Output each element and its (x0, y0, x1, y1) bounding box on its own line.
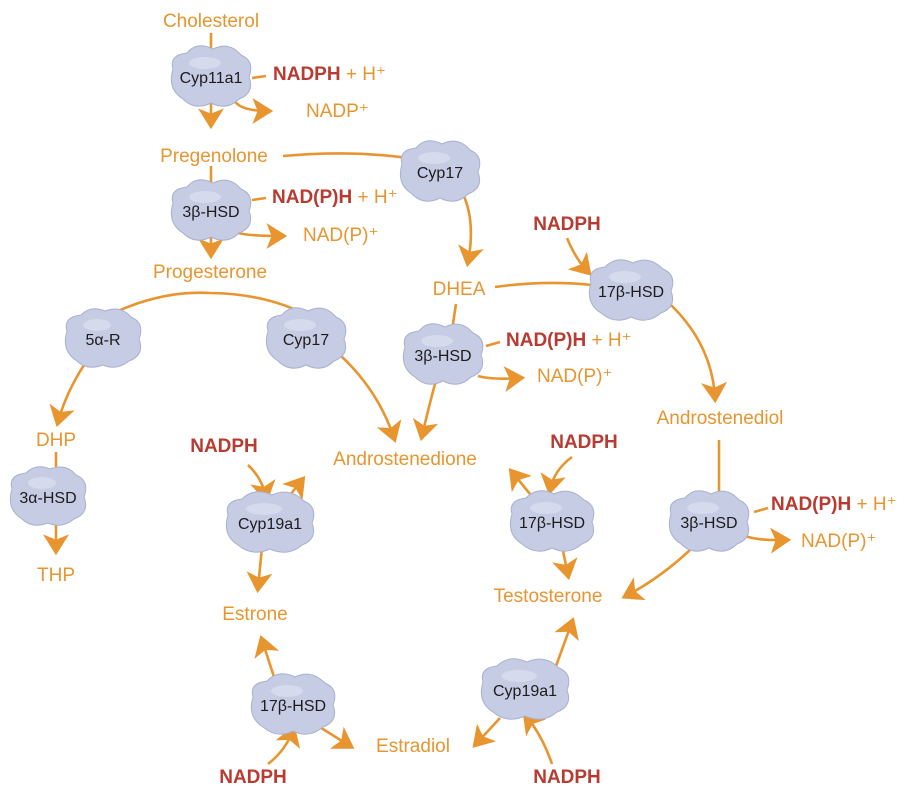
enzyme-label: 5α-R (85, 332, 120, 349)
cofactor-nadph-h-1: NADPH + H⁺ (273, 64, 386, 85)
arrow-cyp19a1-estrone (246, 546, 273, 594)
enzyme-label: 3β-HSD (680, 515, 737, 532)
cofactor-nadph-hsd17b-bottom: NADPH (219, 767, 287, 788)
enzyme-hsd17b-bottom: 17β-HSD (250, 673, 336, 735)
enzyme-hsd17b-upper: 17β-HSD (588, 259, 674, 321)
cofactor-nadph-h-2: NAD(P)H + H⁺ (272, 187, 398, 208)
enzyme-hsd3a: 3α-HSD (9, 466, 87, 526)
cofactor-nadp-3: NAD(P)⁺ (537, 366, 612, 387)
cofactor-nadp-4: NAD(P)⁺ (801, 531, 876, 552)
arrow-hsd17b-estradiol (317, 724, 355, 749)
arrow-hsd3b-right-cofactor (744, 506, 786, 540)
enzyme-label: 3α-HSD (19, 490, 76, 507)
enzyme-hsd3b-right: 3β-HSD (668, 490, 750, 552)
metabolite-androstenediol: Androstenediol (657, 408, 784, 429)
arrow-progesterone-split (99, 291, 313, 322)
enzymes: Cyp11a1 3β-HSD Cyp17 17β-HSD 5α-R Cyp17 (9, 45, 750, 735)
enzyme-label: Cyp17 (417, 165, 463, 182)
arrow-hsd17b-estrone (254, 635, 280, 681)
enzyme-label: Cyp11a1 (180, 70, 243, 87)
arrow-nadph-hsd17b-center (540, 455, 573, 496)
metabolite-androstenedione: Androstenedione (333, 449, 477, 470)
arrow-cyp19a1-estradiol (472, 717, 501, 748)
enzyme-label: 17β-HSD (519, 515, 585, 532)
enzyme-label: 3β-HSD (414, 348, 471, 365)
arrow-pregenolone-cyp17 (282, 152, 409, 160)
enzyme-cyp19a1-bottom: Cyp19a1 (480, 658, 570, 720)
cofactor-nadp-1: NADP⁺ (306, 101, 369, 122)
metabolite-thp: THP (37, 565, 75, 586)
enzyme-label: 17β-HSD (598, 284, 664, 301)
arrow-hsd3b-androstenedione-mid (412, 379, 439, 442)
arrow-nadph-hsd17b-upper (565, 237, 592, 276)
cofactor-nadph-hsd17b-upper: NADPH (533, 214, 601, 235)
arrow-hsd3b-testosterone (621, 549, 691, 601)
enzyme-label: Cyp17 (283, 332, 329, 349)
metabolite-cholesterol: Cholesterol (163, 11, 259, 32)
enzyme-cyp17-lower: Cyp17 (265, 307, 347, 369)
enzyme-cyp19a1-left: Cyp19a1 (225, 491, 315, 553)
enzyme-hsd3b-mid: 3β-HSD (402, 323, 484, 385)
cofactor-nadp-2: NAD(P)⁺ (303, 225, 378, 246)
arrow-hsd17b-androstenedione (508, 467, 532, 495)
metabolite-dhea: DHEA (433, 279, 486, 300)
arrow-cyp17-dhea (458, 191, 484, 268)
arrow-hsd17b-androstenediol (670, 304, 728, 404)
metabolite-pregenolone: Pregenolone (160, 146, 268, 167)
cofactor-nadph-cyp19a1-left: NADPH (190, 436, 258, 457)
metabolite-testosterone: Testosterone (494, 586, 603, 607)
enzyme-cyp17-upper: Cyp17 (399, 140, 481, 202)
cofactor-nadph-h-4: NAD(P)H + H⁺ (771, 494, 897, 515)
metabolite-estradiol: Estradiol (376, 736, 450, 757)
arrow-nadph-cyp19a1-bottom (522, 712, 554, 765)
arrow-hsd3b-mid-cofactor (477, 340, 520, 379)
arrow-cyp17-androstenedione (339, 354, 402, 443)
cofactor-nadph-cyp19a1-bottom: NADPH (533, 767, 601, 788)
arrow-nadph-hsd17b-bottom (267, 725, 301, 766)
enzyme-label: 17β-HSD (260, 698, 326, 715)
metabolite-progesterone: Progesterone (153, 262, 267, 283)
cofactor-nadph-h-3: NAD(P)H + H⁺ (506, 330, 632, 351)
metabolites: Cholesterol Pregenolone Progesterone DHE… (36, 11, 783, 757)
arrow-5aR-dhp (49, 361, 88, 428)
enzyme-label: Cyp19a1 (493, 683, 557, 700)
pathway-arrows (43, 33, 786, 766)
enzyme-hsd3b-top: 3β-HSD (170, 179, 252, 241)
metabolite-estrone: Estrone (222, 604, 287, 625)
arrow-dhea-hsd17b (494, 281, 593, 289)
metabolite-dhp: DHP (36, 430, 76, 451)
cofactor-nadph-hsd17b-center: NADPH (550, 432, 618, 453)
arrow-cyp19a1-testosterone (554, 617, 579, 667)
enzyme-5a-reductase: 5α-R (64, 308, 142, 368)
cofactors: NADPH + H⁺ NADP⁺ NAD(P)H + H⁺ NAD(P)⁺ NA… (190, 64, 896, 788)
enzyme-label: Cyp19a1 (238, 516, 302, 533)
enzyme-cyp11a1: Cyp11a1 (170, 45, 252, 107)
enzyme-label: 3β-HSD (182, 204, 239, 221)
enzyme-hsd17b-center: 17β-HSD (509, 490, 595, 552)
